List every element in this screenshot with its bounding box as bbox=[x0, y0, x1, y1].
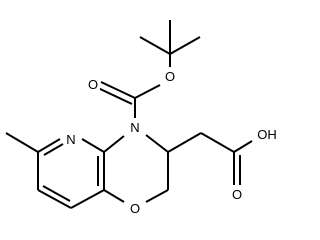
bond-boc-carbonyl-double-a bbox=[100, 81, 136, 99]
bond-c3-to-ch2 bbox=[167, 132, 202, 153]
bond-c6-to-pyridine-nitrogen bbox=[37, 138, 61, 153]
atom-ring-nitrogen: N bbox=[128, 119, 142, 135]
bond-acid-carbon-to-hydroxyl bbox=[233, 140, 253, 153]
bond-lines bbox=[5, 20, 253, 209]
bond-c8-to-c7 bbox=[37, 189, 72, 209]
bond-c8-to-c7-inner bbox=[42, 185, 71, 202]
bond-ring-nitrogen-to-c3 bbox=[145, 134, 169, 153]
bond-c6-to-pyridine-nitrogen-inner bbox=[43, 143, 64, 156]
bond-c2-to-ring-oxygen bbox=[145, 189, 169, 203]
bond-ch2-to-acid-carbon bbox=[200, 132, 235, 153]
bond-c4a-to-ring-nitrogen bbox=[103, 135, 125, 153]
atom-labels: O O N N O O OH bbox=[64, 68, 280, 216]
atom-label-boc-carbonyl-oxygen: O bbox=[88, 77, 98, 92]
atom-label-pyridine-nitrogen: N bbox=[66, 132, 75, 147]
bond-tbu-quaternary-methyl-right bbox=[169, 36, 201, 55]
molecule-structure-diagram: O O N N O O OH bbox=[5, 20, 280, 216]
atom-pyridine-nitrogen: N bbox=[64, 131, 78, 147]
atom-label-acid-hydroxyl: OH bbox=[257, 127, 277, 142]
atom-label-ring-nitrogen: N bbox=[130, 120, 139, 135]
atom-label-boc-ester-oxygen: O bbox=[165, 69, 175, 84]
bond-tbu-quaternary-methyl-left bbox=[139, 36, 171, 55]
bond-c6-to-methyl bbox=[5, 132, 39, 153]
bond-ring-oxygen-to-c8a bbox=[103, 189, 125, 203]
atom-label-acid-carbonyl-oxygen: O bbox=[232, 187, 242, 202]
atom-label-ring-oxygen: O bbox=[130, 201, 140, 216]
bond-boc-carbonyl-double-b bbox=[97, 87, 133, 105]
atom-boc-carbonyl-oxygen: O bbox=[86, 76, 100, 92]
bond-c8a-to-c8 bbox=[70, 189, 105, 209]
atom-acid-carbonyl-oxygen: O bbox=[230, 186, 244, 202]
bond-pyridine-nitrogen-to-c4a bbox=[81, 138, 105, 153]
atom-boc-ester-oxygen: O bbox=[163, 68, 177, 84]
atom-acid-hydroxyl: OH bbox=[254, 126, 280, 142]
atom-ring-oxygen: O bbox=[128, 200, 142, 216]
bond-ester-oxygen-to-carbonyl bbox=[134, 84, 161, 99]
